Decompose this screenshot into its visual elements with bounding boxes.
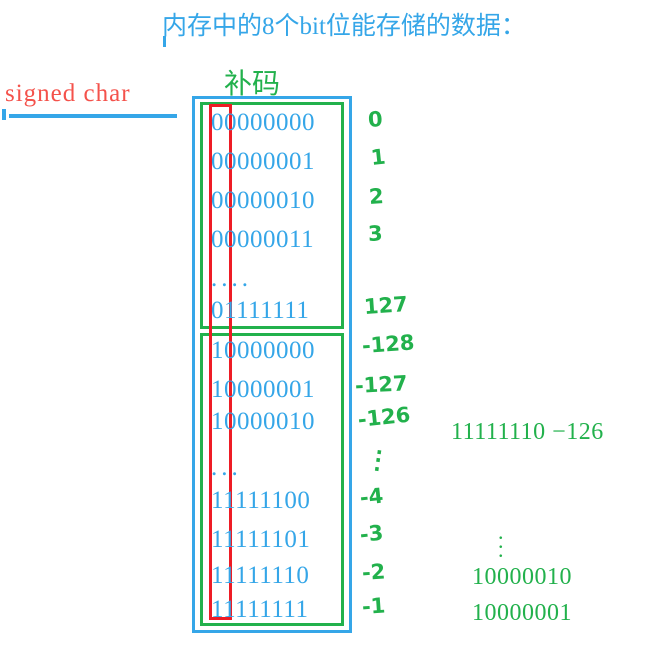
type-label-signed-char: signed char [5,80,131,107]
decimal-annotation: 1 [369,144,387,170]
decimal-annotation: 127 [363,291,409,319]
binary-row: 11111101 [211,526,311,553]
decimal-annotation: -4 [358,483,385,510]
page-title: 内存中的8个bit位能存储的数据： [162,13,526,40]
binary-row: 10000000 [211,337,315,364]
decimal-annotation: 3 [367,221,384,246]
binary-row: 10000001 [211,376,315,403]
decimal-annotation: -127 [354,371,409,398]
side-note-ellipsis: ... [498,519,504,562]
side-note-line: 10000001 [472,600,572,626]
binary-row: 11111111 [211,596,309,623]
decimal-annotation: -2 [361,559,387,585]
binary-row: 00000011 [211,226,315,253]
side-note-line: 10000010 [472,564,572,590]
binary-row: 11111100 [211,487,311,514]
type-label-tick-mark [2,109,6,120]
title-tick-mark [163,36,166,47]
binary-row: 00000010 [211,187,315,214]
decimal-annotation-ellipsis: ... [372,434,386,477]
decimal-annotation: 0 [367,107,384,132]
encoding-caption-twos-complement: 补码 [224,68,281,99]
decimal-annotation: -3 [358,520,385,547]
binary-row: 00000001 [211,148,315,175]
decimal-annotation: 2 [368,184,385,209]
binary-row: 00000000 [211,109,315,136]
negative-range-green-box [200,333,344,626]
binary-row-ellipsis: ... [211,454,242,481]
positive-range-green-box [200,102,344,329]
decimal-annotation: -126 [356,402,412,432]
decimal-annotation: -1 [361,593,387,619]
binary-row-ellipsis: .... [211,265,252,292]
side-note-line: 11111110 −126 [451,419,604,445]
outer-blue-box [192,96,352,633]
sign-bit-red-highlight-column [209,104,232,620]
binary-row: 01111111 [211,297,310,324]
binary-row: 11111110 [211,562,310,589]
type-label-underline [9,114,177,118]
binary-row: 10000010 [211,408,315,435]
decimal-annotation: -128 [361,330,416,358]
